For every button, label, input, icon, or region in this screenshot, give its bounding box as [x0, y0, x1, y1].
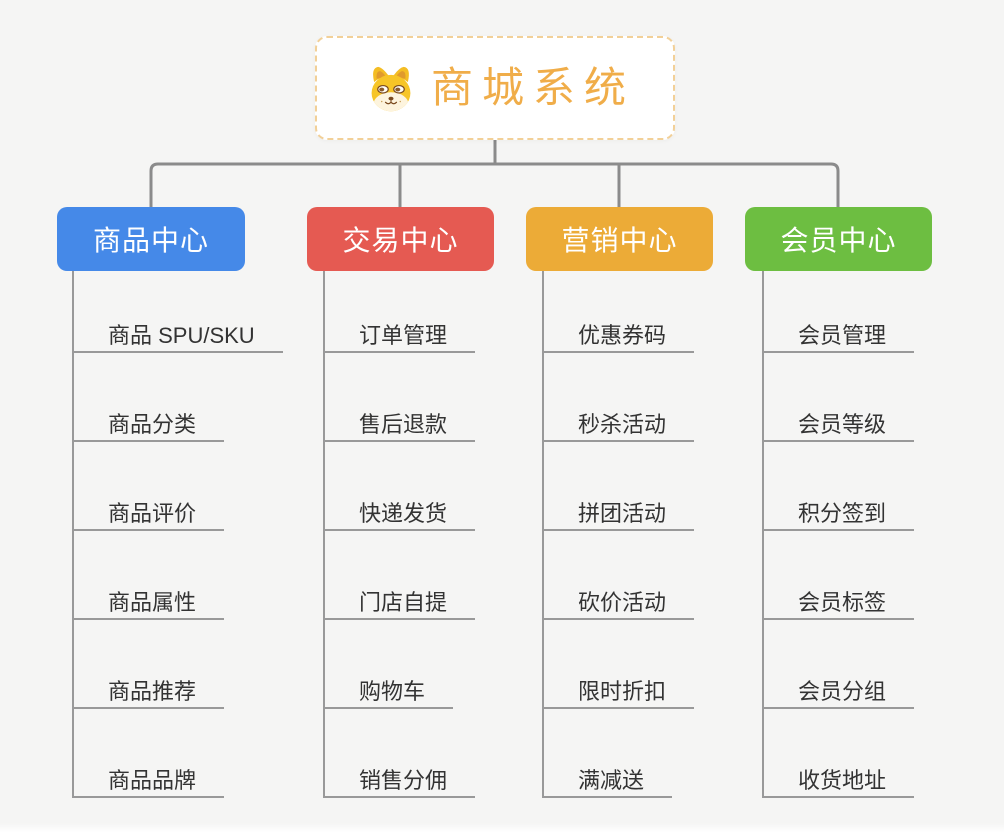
subtopic-item[interactable]: 优惠券码: [544, 271, 695, 353]
subtopic-label: 会员管理: [798, 322, 887, 348]
subtopic-label: 会员标签: [798, 589, 887, 615]
subtopic-item[interactable]: 会员等级: [764, 353, 915, 442]
canvas-bottom-edge: [0, 823, 1004, 840]
branch-node-product-center[interactable]: 商品中心: [57, 207, 245, 271]
branch-children-member-center: 会员管理 会员等级 积分签到 会员标签 会员分组 收货地址: [762, 271, 915, 798]
subtopic-label: 商品推荐: [108, 678, 197, 704]
subtopic-label: 商品属性: [108, 589, 197, 615]
subtopic-item[interactable]: 会员分组: [764, 620, 915, 709]
branch-node-trade-center[interactable]: 交易中心: [307, 207, 494, 271]
subtopic-item[interactable]: 收货地址: [764, 709, 915, 798]
tree-connector-lines: [149, 140, 840, 212]
subtopic-item[interactable]: 快递发货: [325, 442, 476, 531]
subtopic-label: 商品评价: [108, 500, 197, 526]
subtopic-label: 快递发货: [359, 500, 448, 526]
subtopic-item[interactable]: 会员管理: [764, 271, 915, 353]
subtopic-label: 会员等级: [798, 411, 887, 437]
subtopic-item[interactable]: 积分签到: [764, 442, 915, 531]
shiba-dog-icon: [371, 66, 411, 112]
subtopic-label: 限时折扣: [578, 678, 667, 704]
subtopic-label: 会员分组: [798, 678, 887, 704]
branch-node-marketing-center[interactable]: 营销中心: [526, 207, 713, 271]
subtopic-label: 门店自提: [359, 589, 448, 615]
subtopic-item[interactable]: 销售分佣: [325, 709, 476, 798]
subtopic-label: 积分签到: [798, 500, 887, 526]
subtopic-item[interactable]: 商品分类: [74, 353, 225, 442]
root-node[interactable]: 商城系统: [315, 36, 675, 140]
subtopic-label: 销售分佣: [359, 767, 448, 793]
subtopic-item[interactable]: 订单管理: [325, 271, 476, 353]
subtopic-label: 收货地址: [798, 767, 887, 793]
subtopic-label: 购物车: [359, 678, 426, 704]
subtopic-item[interactable]: 商品属性: [74, 531, 225, 620]
subtopic-label: 秒杀活动: [578, 411, 667, 437]
root-title: 商城系统: [430, 64, 635, 111]
subtopic-label: 订单管理: [359, 322, 448, 348]
subtopic-label: 满减送: [578, 767, 645, 793]
subtopic-item[interactable]: 秒杀活动: [544, 353, 695, 442]
branch-children-product-center: 商品 SPU/SKU 商品分类 商品评价 商品属性 商品推荐 商品品牌: [72, 271, 283, 798]
subtopic-item[interactable]: 售后退款: [325, 353, 476, 442]
subtopic-item[interactable]: 商品 SPU/SKU: [74, 271, 283, 353]
branch-node-member-center[interactable]: 会员中心: [745, 207, 932, 271]
subtopic-item[interactable]: 限时折扣: [544, 620, 695, 709]
subtopic-item[interactable]: 商品评价: [74, 442, 225, 531]
subtopic-item[interactable]: 拼团活动: [544, 442, 695, 531]
branch-children-trade-center: 订单管理 售后退款 快递发货 门店自提 购物车 销售分佣: [323, 271, 476, 798]
branch-children-marketing-center: 优惠券码 秒杀活动 拼团活动 砍价活动 限时折扣 满减送: [542, 271, 695, 798]
subtopic-item[interactable]: 购物车: [325, 620, 454, 709]
subtopic-label: 优惠券码: [578, 322, 667, 348]
subtopic-item[interactable]: 商品品牌: [74, 709, 225, 798]
subtopic-item[interactable]: 会员标签: [764, 531, 915, 620]
subtopic-label: 售后退款: [359, 411, 448, 437]
subtopic-item[interactable]: 商品推荐: [74, 620, 225, 709]
subtopic-item[interactable]: 满减送: [544, 709, 673, 798]
subtopic-item[interactable]: 砍价活动: [544, 531, 695, 620]
subtopic-item[interactable]: 门店自提: [325, 531, 476, 620]
subtopic-label: 商品分类: [108, 411, 197, 437]
subtopic-label: 拼团活动: [578, 500, 667, 526]
subtopic-label: 砍价活动: [578, 589, 667, 615]
subtopic-label: 商品 SPU/SKU: [108, 322, 255, 348]
subtopic-label: 商品品牌: [108, 767, 197, 793]
